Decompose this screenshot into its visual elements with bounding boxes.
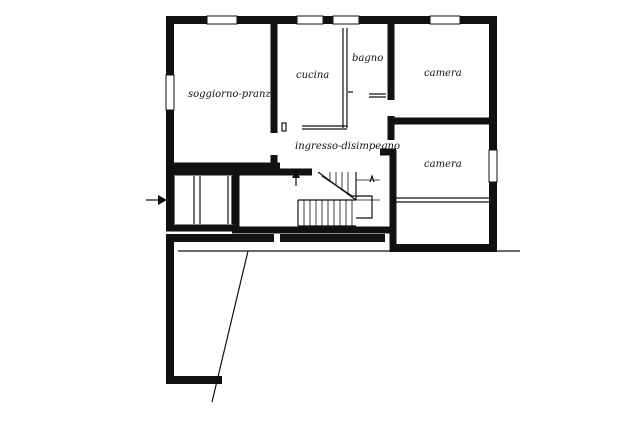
room-label-living: soggiorno-pranzo (188, 89, 277, 100)
bathroom-fixtures (302, 28, 386, 130)
left-window (165, 74, 175, 111)
room-label-bathroom: bagno (352, 53, 383, 64)
room-label-bedroom-bottom: camera (424, 159, 462, 170)
entrance-arrow-icon (146, 195, 167, 205)
outer-walls (166, 16, 497, 252)
interior-walls (166, 20, 497, 252)
room-label-bedroom-top: camera (424, 68, 462, 79)
kitchen-door-jamb (281, 122, 287, 132)
stair-up-arrow-icon (292, 170, 300, 186)
room-label-hallway: ingresso-disimpegno (295, 141, 400, 152)
right-window (488, 149, 498, 183)
stairs (297, 171, 380, 227)
room-label-kitchen: cucina (296, 70, 329, 81)
top-windows (206, 15, 461, 25)
vestibule-details (173, 176, 233, 224)
lower-block (166, 234, 520, 403)
bedroom-bottom-lines (396, 197, 490, 203)
